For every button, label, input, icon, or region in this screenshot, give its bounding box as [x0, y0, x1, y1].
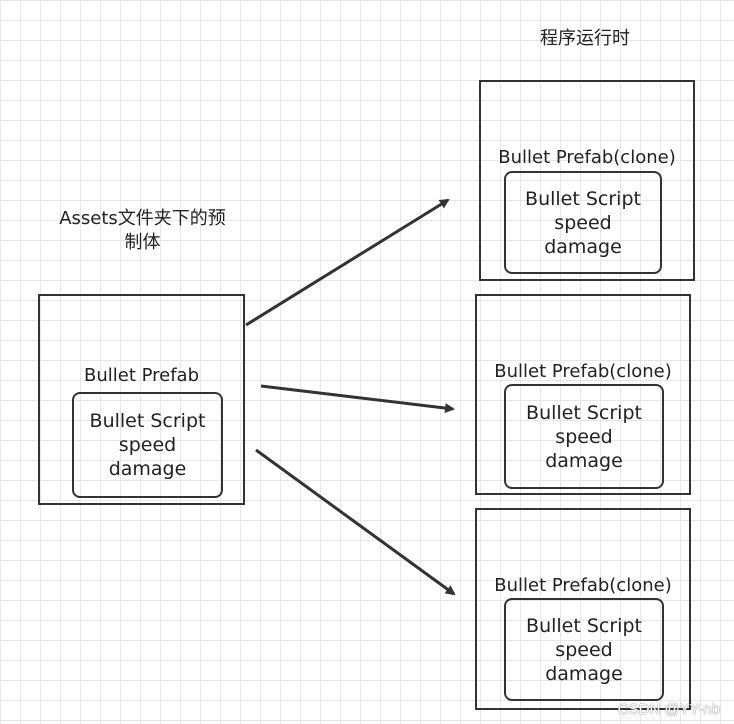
watermark: CSDN @YY-nb: [617, 701, 720, 718]
arrow-to-clone-1: [245, 198, 450, 327]
clone-script-box-1: Bullet Script speed damage: [504, 171, 662, 274]
arrow-to-clone-3: [255, 448, 456, 596]
clone-box-3: Bullet Prefab(clone) Bullet Script speed…: [475, 508, 691, 710]
clone-script-name-1: Bullet Script: [525, 187, 641, 210]
clone-script-name-3: Bullet Script: [526, 614, 642, 637]
clone-field-speed-3: speed: [555, 638, 613, 661]
arrow-to-clone-2: [260, 384, 455, 414]
source-field-damage: damage: [108, 458, 187, 480]
clone-field-damage-2: damage: [545, 449, 623, 472]
assets-label-line2: 制体: [124, 232, 161, 253]
clone-script-box-2: Bullet Script speed damage: [504, 384, 664, 489]
clone-field-speed-2: speed: [555, 425, 613, 448]
source-prefab-box: Bullet Prefab Bullet Script speed damage: [38, 294, 245, 505]
clone-field-damage-3: damage: [545, 662, 623, 685]
clone-field-speed-1: speed: [554, 211, 612, 234]
source-script-name: Bullet Script: [89, 410, 206, 432]
clone-box-2: Bullet Prefab(clone) Bullet Script speed…: [475, 294, 691, 495]
clone-title-3: Bullet Prefab(clone): [494, 575, 672, 596]
clone-field-damage-1: damage: [544, 235, 622, 258]
clone-title-2: Bullet Prefab(clone): [494, 361, 672, 382]
source-field-speed: speed: [118, 434, 177, 456]
source-prefab-title: Bullet Prefab: [83, 365, 200, 386]
clone-title-1: Bullet Prefab(clone): [498, 147, 676, 168]
clone-script-name-2: Bullet Script: [526, 401, 642, 424]
source-script-box: Bullet Script speed damage: [72, 392, 223, 498]
clone-box-1: Bullet Prefab(clone) Bullet Script speed…: [479, 80, 695, 281]
assets-label-line1: Assets文件夹下的预: [59, 208, 226, 229]
clone-script-box-3: Bullet Script speed damage: [504, 598, 664, 701]
runtime-label: 程序运行时: [540, 28, 630, 49]
